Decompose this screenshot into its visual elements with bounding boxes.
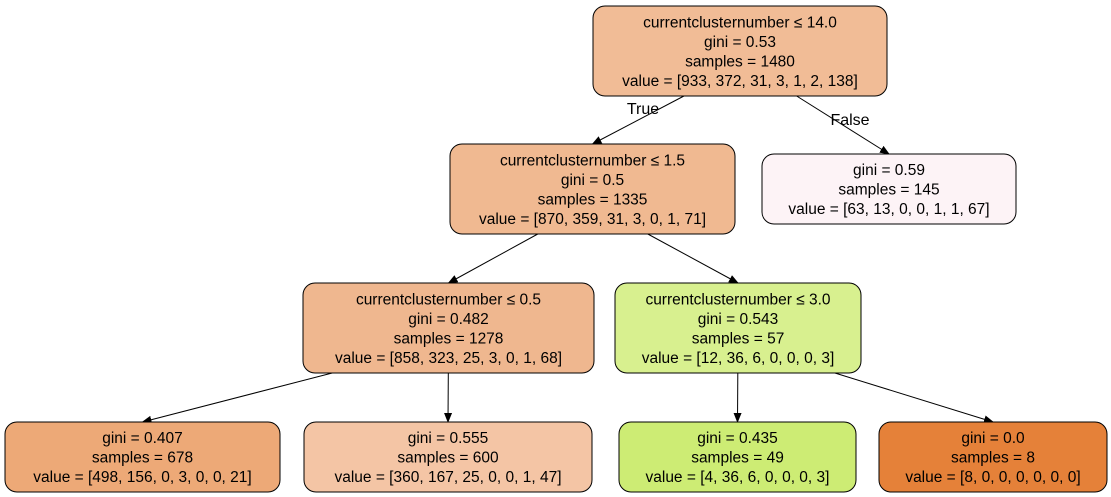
tree-node-leaf-b: gini = 0.555 samples = 600 value = [360, 1…: [303, 421, 593, 493]
node-stat-line: gini = 0.435: [697, 430, 778, 447]
node-stat-line: gini = 0.555: [408, 430, 489, 447]
tree-node-leaf-d: gini = 0.0 samples = 8 value = [8, 0, 0, 0…: [878, 421, 1108, 493]
node-stat-line: value = [933, 372, 31, 3, 1, 2, 138]: [622, 73, 858, 90]
tree-node-mid-2: currentclusternumber ≤ 3.0 gini = 0.543 sa…: [614, 282, 862, 374]
node-box: [449, 143, 736, 235]
node-stat-line: samples = 678: [92, 450, 193, 467]
tree-edge-mid-2-to-leaf-d: [834, 372, 994, 424]
node-box: [592, 5, 888, 97]
nodes-layer: currentclusternumber ≤ 14.0 gini = 0.53 sa…: [4, 5, 1108, 493]
tree-edge-root-to-right-1: [796, 95, 890, 155]
node-stat-line: samples = 1278: [394, 330, 504, 347]
tree-edge-left-2-to-leaf-a: [141, 372, 333, 424]
tree-node-leaf-a: gini = 0.407 samples = 678 value = [498, 1…: [4, 421, 281, 493]
node-stat-line: samples = 1335: [538, 191, 648, 208]
node-stat-line: samples = 57: [692, 330, 785, 347]
node-stat-line: gini = 0.59: [853, 162, 925, 179]
node-box: [303, 421, 593, 493]
node-split-condition: currentclusternumber ≤ 0.5: [356, 291, 541, 308]
node-stat-line: value = [63, 13, 0, 0, 1, 1, 67]: [788, 201, 989, 218]
node-box: [614, 282, 862, 374]
node-stat-line: samples = 1480: [685, 53, 795, 70]
tree-edge-root-to-left-1: [591, 95, 685, 145]
node-stat-line: gini = 0.543: [698, 311, 779, 328]
tree-node-leaf-c: gini = 0.435 samples = 49 value = [4, 36, …: [618, 421, 857, 493]
node-stat-line: value = [12, 36, 6, 0, 0, 0, 3]: [642, 350, 835, 367]
tree-node-right-1: gini = 0.59 samples = 145 value = [63, 13,…: [761, 153, 1017, 225]
node-stat-line: gini = 0.0: [961, 430, 1025, 447]
node-split-condition: currentclusternumber ≤ 3.0: [645, 291, 830, 308]
edge-label-false: False: [830, 112, 869, 129]
node-stat-line: value = [498, 156, 0, 3, 0, 0, 21]: [33, 469, 251, 486]
node-split-condition: currentclusternumber ≤ 14.0: [643, 14, 837, 31]
tree-edge-left-1-to-left-2: [447, 233, 539, 284]
node-stat-line: value = [870, 359, 31, 3, 0, 1, 71]: [479, 211, 706, 228]
node-stat-line: samples = 145: [838, 182, 939, 199]
node-stat-line: samples = 49: [691, 450, 784, 467]
node-stat-line: gini = 0.53: [704, 34, 776, 51]
node-stat-line: value = [858, 323, 25, 3, 0, 1, 68]: [335, 350, 562, 367]
node-box: [618, 421, 857, 493]
node-split-condition: currentclusternumber ≤ 1.5: [500, 152, 685, 169]
node-stat-line: samples = 600: [397, 450, 499, 467]
node-box: [761, 153, 1017, 225]
node-box: [878, 421, 1108, 493]
node-stat-line: gini = 0.482: [408, 311, 489, 328]
tree-edge-left-1-to-mid-2: [647, 233, 739, 284]
node-stat-line: gini = 0.407: [102, 430, 183, 447]
node-stat-line: gini = 0.5: [561, 172, 624, 189]
node-box: [4, 421, 281, 493]
tree-node-left-1: currentclusternumber ≤ 1.5 gini = 0.5 samp…: [449, 143, 736, 235]
node-stat-line: value = [8, 0, 0, 0, 0, 0, 0]: [905, 469, 1080, 486]
edge-label-true: True: [627, 101, 659, 118]
node-stat-line: value = [4, 36, 6, 0, 0, 0, 3]: [646, 469, 830, 486]
node-stat-line: samples = 8: [951, 450, 1035, 467]
node-box: [302, 282, 595, 374]
node-stat-line: value = [360, 167, 25, 0, 0, 1, 47]: [334, 469, 561, 486]
tree-node-root: currentclusternumber ≤ 14.0 gini = 0.53 sa…: [592, 5, 888, 97]
tree-node-left-2: currentclusternumber ≤ 0.5 gini = 0.482 sa…: [302, 282, 595, 374]
